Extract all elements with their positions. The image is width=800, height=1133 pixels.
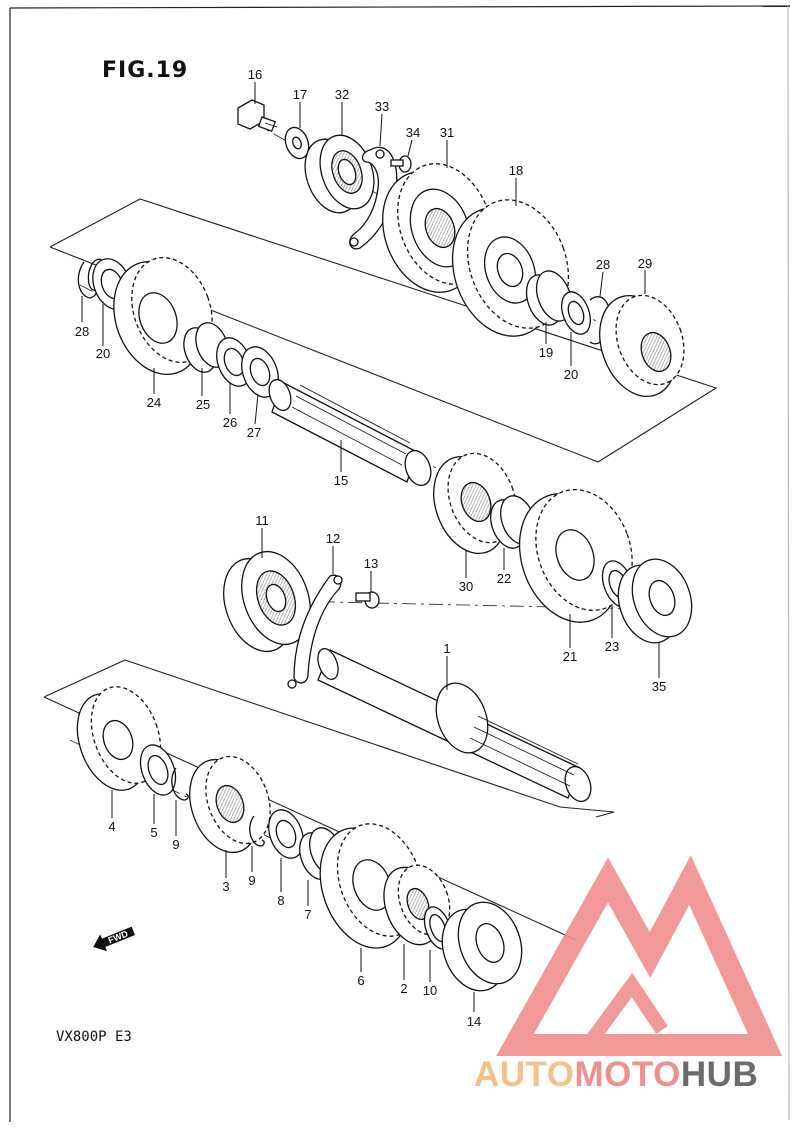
part-34-screw [390,155,412,173]
callout-5: 5 [150,825,157,840]
fwd-arrow-icon: FWD [93,926,135,952]
fwd-label: FWD [107,928,130,945]
callout-33: 33 [375,99,389,114]
figure-title: FIG.19 [102,58,189,83]
callout-8: 8 [277,893,284,908]
part-13-screw [355,591,380,609]
callout-28-right: 28 [596,257,610,272]
callout-32: 32 [335,87,349,102]
callout-1: 1 [443,641,450,656]
callout-20-left: 20 [96,346,110,361]
model-code: VX800P E3 [56,1029,132,1045]
part-29-gear [599,294,685,398]
callout-30: 30 [459,579,473,594]
callout-17: 17 [293,87,307,102]
callout-14: 14 [467,1014,481,1029]
callout-15: 15 [334,473,348,488]
watermark-hub: HUB [680,1055,759,1094]
watermark-auto: AUTO [474,1055,575,1094]
part-9-circlip-left [171,767,189,801]
part-16-bolt [237,99,278,133]
callout-6: 6 [357,973,364,988]
part-33-retainer [349,146,398,250]
callout-20-right: 20 [564,367,578,382]
leader-lines [81,82,660,1012]
part-11-bearing [223,550,311,653]
callout-2: 2 [400,981,407,996]
callout-3: 3 [222,879,229,894]
callout-19: 19 [539,345,553,360]
callout-11: 11 [255,513,269,528]
page-border [9,5,791,1122]
part-12-retainer [287,574,343,689]
part-15-countershaft [268,378,432,487]
callout-9-left: 9 [172,837,179,852]
callout-9-right: 9 [248,873,255,888]
callout-23: 23 [605,639,619,654]
callout-13: 13 [364,556,378,571]
callout-16: 16 [248,67,262,82]
callout-22: 22 [497,571,511,586]
part-30-gear [433,452,517,555]
part-3-gear [189,755,271,854]
part-20-washer-right [561,291,591,335]
callout-28-left: 28 [75,324,89,339]
callout-27: 27 [247,425,261,440]
part-8-lockwasher [268,809,304,859]
callout-18: 18 [509,163,523,178]
part-14-bearing [441,901,523,992]
watermark-moto: MOTO [574,1055,681,1094]
callout-31: 31 [440,125,454,140]
callout-12: 12 [326,531,340,546]
callout-29: 29 [638,256,652,271]
part-27-lockwasher [241,346,279,398]
callout-26: 26 [223,415,237,430]
part-28-circlip-left [77,258,103,299]
callout-34: 34 [406,125,420,140]
automotohub-logo-icon [496,855,783,1056]
callout-4: 4 [108,819,115,834]
watermark-text: AUTOMOTOHUB [474,1055,758,1095]
part-32-bearing [304,134,375,214]
callout-25: 25 [196,397,210,412]
part-17-washer [284,126,310,160]
part-9-circlip-right [249,815,265,847]
callout-24: 24 [147,395,161,410]
callout-7: 7 [304,907,311,922]
callout-21: 21 [563,649,577,664]
callouts: 16 17 32 33 34 31 18 28 29 28 20 19 20 2… [75,67,666,1029]
callout-10: 10 [423,983,437,998]
part-1-driveshaft [317,648,592,803]
callout-35: 35 [652,679,666,694]
part-35-bearing [617,558,693,644]
part-5-washer [139,744,177,796]
